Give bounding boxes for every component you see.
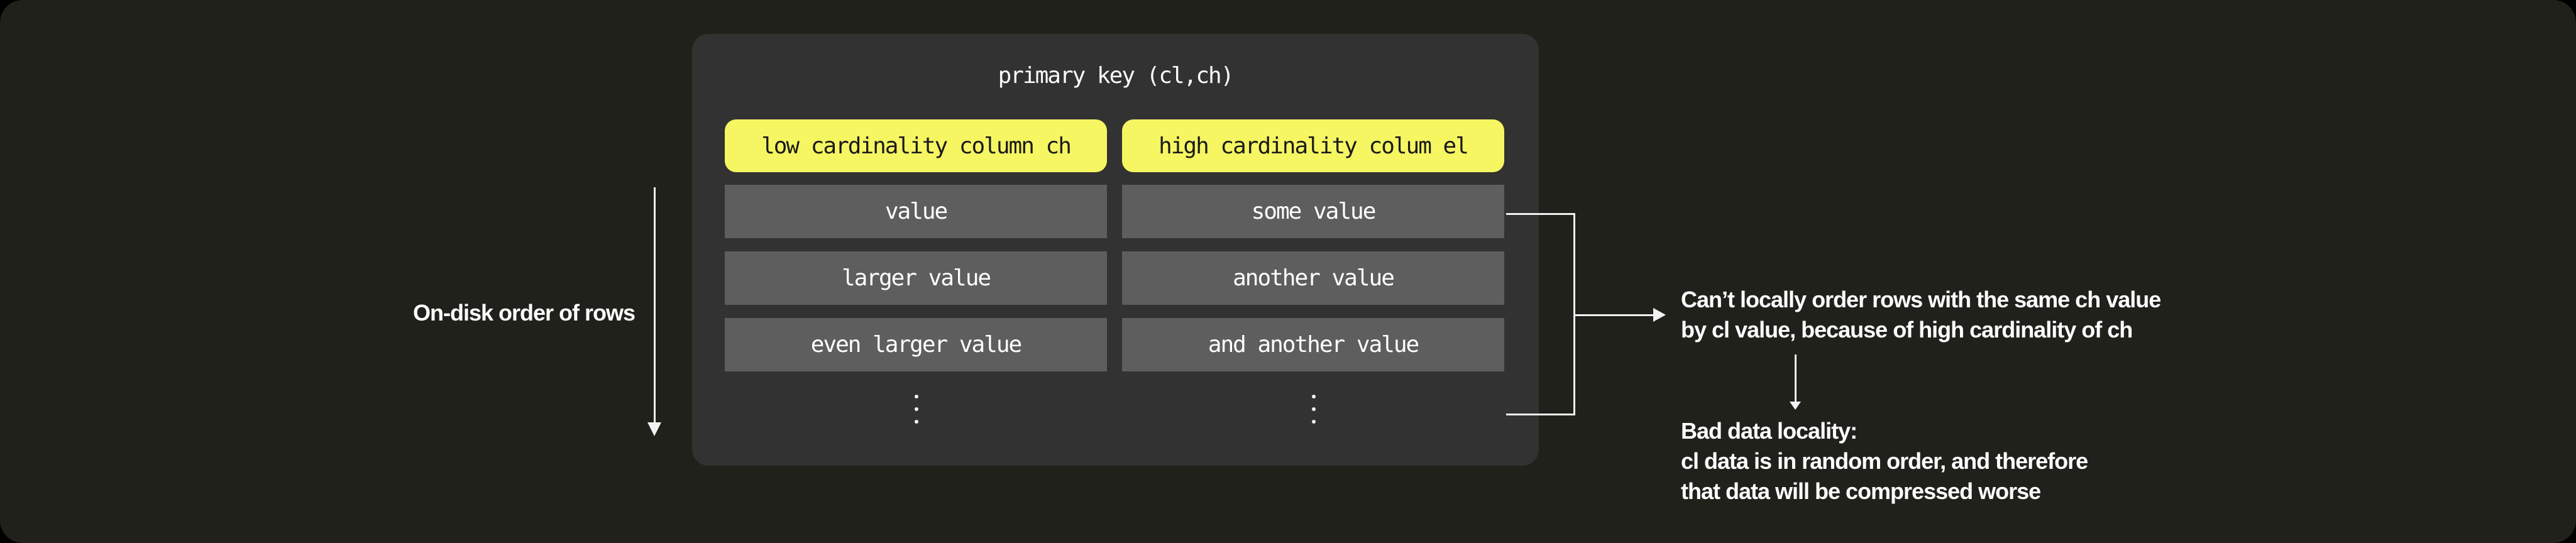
table-cell: and another value xyxy=(1122,318,1504,371)
table-cell: another value xyxy=(1122,251,1504,305)
note-line: cl data is in random order, and therefor… xyxy=(1681,448,2088,474)
table-cell: some value xyxy=(1122,185,1504,238)
table-cell: larger value xyxy=(725,251,1107,305)
column-header-high-cardinality: high cardinality colum el xyxy=(1122,119,1504,172)
ellipsis-dot xyxy=(915,407,918,411)
note-bad-data-locality: Bad data locality: cl data is in random … xyxy=(1681,416,2088,507)
table-cell: value xyxy=(725,185,1107,238)
down-arrow-head-icon xyxy=(1790,402,1801,410)
ellipsis-dot xyxy=(915,420,918,424)
down-arrow-icon xyxy=(654,187,656,424)
ellipsis-dot xyxy=(915,395,918,398)
bracket-line xyxy=(1506,213,1575,215)
note-cant-order-rows: Can’t locally order rows with the same c… xyxy=(1681,285,2161,345)
note-line: by cl value, because of high cardinality… xyxy=(1681,317,2133,343)
right-arrow-head-icon xyxy=(1653,308,1666,322)
column-header-low-cardinality: low cardinality column ch xyxy=(725,119,1107,172)
vertical-ellipsis-icon xyxy=(915,395,918,432)
panel-title: primary key (cl,ch) xyxy=(998,63,1235,89)
table-cell: even larger value xyxy=(725,318,1107,371)
ellipsis-dot xyxy=(1312,407,1316,411)
down-arrow-head-icon xyxy=(647,422,661,436)
ellipsis-dot xyxy=(1312,420,1316,424)
right-arrow-icon xyxy=(1575,314,1653,316)
ellipsis-dot xyxy=(1312,395,1316,398)
bracket-line xyxy=(1573,213,1575,415)
bracket-line xyxy=(1506,414,1575,415)
on-disk-order-label: On-disk order of rows xyxy=(413,300,636,326)
note-line: that data will be compressed worse xyxy=(1681,478,2041,504)
vertical-ellipsis-icon xyxy=(1312,395,1316,432)
note-line: Can’t locally order rows with the same c… xyxy=(1681,287,2161,312)
note-line: Bad data locality: xyxy=(1681,418,1858,444)
down-arrow-icon xyxy=(1795,354,1797,402)
primary-key-panel xyxy=(692,34,1539,466)
